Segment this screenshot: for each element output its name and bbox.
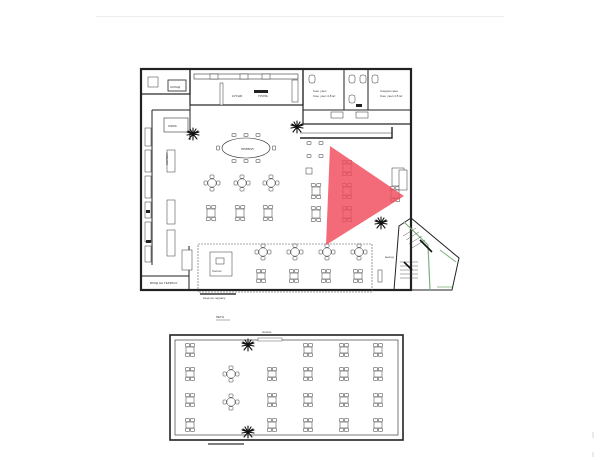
plant-icon bbox=[290, 120, 304, 134]
office-label: ОФИС bbox=[168, 124, 178, 128]
stairs bbox=[393, 217, 460, 291]
lower-round-tables bbox=[255, 244, 367, 260]
equipment-column bbox=[144, 127, 176, 263]
terrace-edge-tables bbox=[186, 343, 383, 431]
lower-pairs bbox=[257, 269, 363, 282]
oval-table-label: ПРИВИЛ bbox=[241, 147, 253, 151]
round-tables bbox=[204, 175, 279, 191]
bar-stools bbox=[306, 141, 324, 158]
bar-counter bbox=[300, 127, 393, 139]
terrace-title: ЛЕТН bbox=[216, 315, 224, 319]
terrace-note: список bbox=[262, 330, 272, 334]
dish-room-label: СКЛАД bbox=[170, 85, 180, 89]
hall-bottom-label: ВХОД НА ТЕРРАСУ bbox=[150, 281, 178, 285]
veranda-zone bbox=[197, 243, 373, 293]
terrace-outline bbox=[169, 334, 404, 441]
terrace-entry-label: вход на террасу bbox=[203, 296, 226, 300]
restroom-men-label: Сан. узел bbox=[313, 89, 327, 93]
plant-icon bbox=[241, 425, 255, 439]
main-floor: СКЛАД ГРИЛЬ КУХНЯ ОФИС bbox=[139, 67, 460, 300]
restroom-women-label: Санузел жен bbox=[380, 89, 398, 93]
terrace-floor: список bbox=[169, 330, 404, 445]
restroom-women-area: Сан. узел 4,5 м² bbox=[380, 94, 402, 98]
restroom-men-area: Сан. узел 4,8 м² bbox=[313, 94, 335, 98]
camera-view-cone bbox=[326, 146, 404, 245]
plant-icon bbox=[186, 127, 200, 141]
kitchen-label: КУХНЯ bbox=[232, 94, 242, 98]
grill-label: ГРИЛЬ bbox=[258, 94, 268, 98]
terrace-center-tables bbox=[223, 343, 349, 431]
plant-icon bbox=[241, 338, 255, 352]
plant-icon bbox=[374, 216, 388, 230]
restrooms bbox=[302, 68, 412, 125]
service-label: СЕРВИС bbox=[165, 152, 169, 165]
hostess-label: Хостес bbox=[212, 269, 222, 273]
oval-table: ПРИВИЛ bbox=[216, 133, 276, 163]
office bbox=[163, 117, 189, 133]
terrace-exit-label: выход bbox=[385, 255, 394, 259]
header-rule bbox=[96, 16, 504, 17]
